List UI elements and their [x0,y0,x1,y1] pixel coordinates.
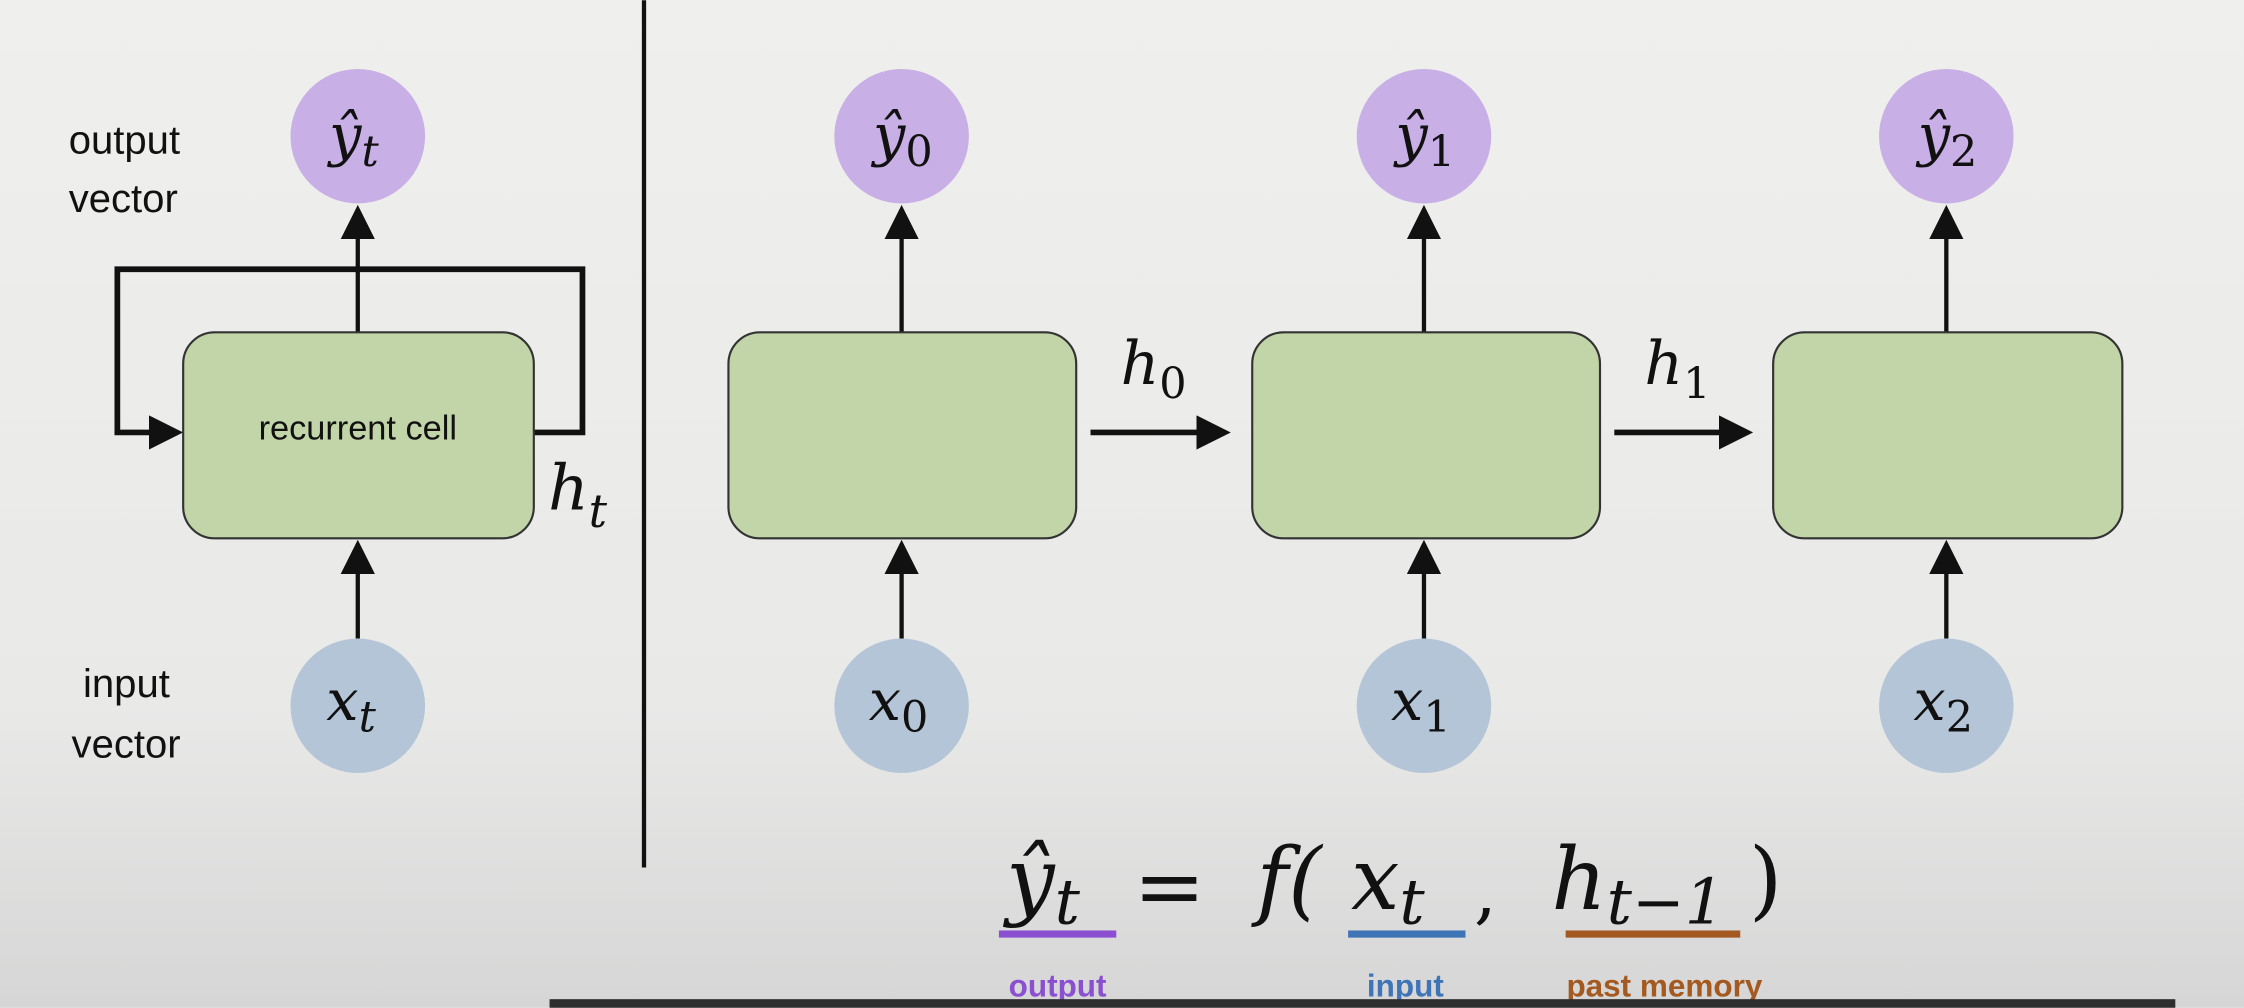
output-node-label: ŷ1 [1392,103,1455,177]
recurrence-loop-arrow [114,266,586,450]
output-node [1879,68,2014,204]
cell [727,331,1078,540]
input-node-label: x1 [1391,668,1451,742]
equation-equals: = [1133,837,1205,937]
input-node-label: xt [326,668,376,742]
input-vector-label-line2: vector [72,722,181,766]
time-step-1: ŷ1 x1 [1251,68,1602,774]
time-step-2: ŷ2 x2 [1772,68,2124,774]
bottom-bar [549,999,2176,1008]
equation-close-paren: ) [1749,830,1783,930]
equation-lhs: ŷt [1002,830,1081,938]
input-node-label: x0 [869,668,929,742]
input-node [1879,638,2014,774]
output-node-label: ŷt [326,103,379,177]
output-annotation: output [1009,968,1107,1003]
hidden-state-label: ht [548,452,608,538]
equation-memory-term: ht−1 [1551,830,1724,938]
output-node [834,68,969,204]
output-node-label: ŷ2 [1915,103,1978,177]
recurrent-cell-label: recurrent cell [259,410,457,448]
time-step-0: ŷ0 x0 [727,68,1078,774]
recurrent-cell [182,331,535,540]
output-vector-label-line2: vector [69,177,178,221]
past-memory-annotation: past memory [1566,968,1762,1003]
output-node [1356,68,1492,204]
cell [1772,331,2124,540]
cell [1251,331,1602,540]
output-underline [998,930,1117,938]
input-vector-label-line1: input [83,662,170,706]
input-node [1356,638,1492,774]
unrolled-rnn: ŷ0 x0 ŷ1 x1 ŷ2 x2 h0 h1 [727,68,2124,774]
hidden-state-0-label: h0 [1121,329,1187,409]
input-underline [1348,930,1466,938]
input-annotation: input [1367,968,1444,1003]
hidden-state-1-label: h1 [1644,329,1710,409]
input-node [290,638,426,774]
output-node [290,68,426,204]
equation-comma: , [1474,850,1497,933]
input-node [834,638,969,774]
folded-rnn: output vector input vector recurrent cel… [69,68,608,774]
equation-input-term: xt [1351,830,1425,938]
output-vector-label-line1: output [69,118,180,162]
input-node-label: x2 [1913,668,1973,742]
equation-function: f( [1251,830,1324,930]
recurrence-equation: ŷt = f( xt , ht−1 ) output input past me… [998,830,1783,1003]
memory-underline [1565,930,1741,938]
output-node-label: ŷ0 [870,103,933,177]
